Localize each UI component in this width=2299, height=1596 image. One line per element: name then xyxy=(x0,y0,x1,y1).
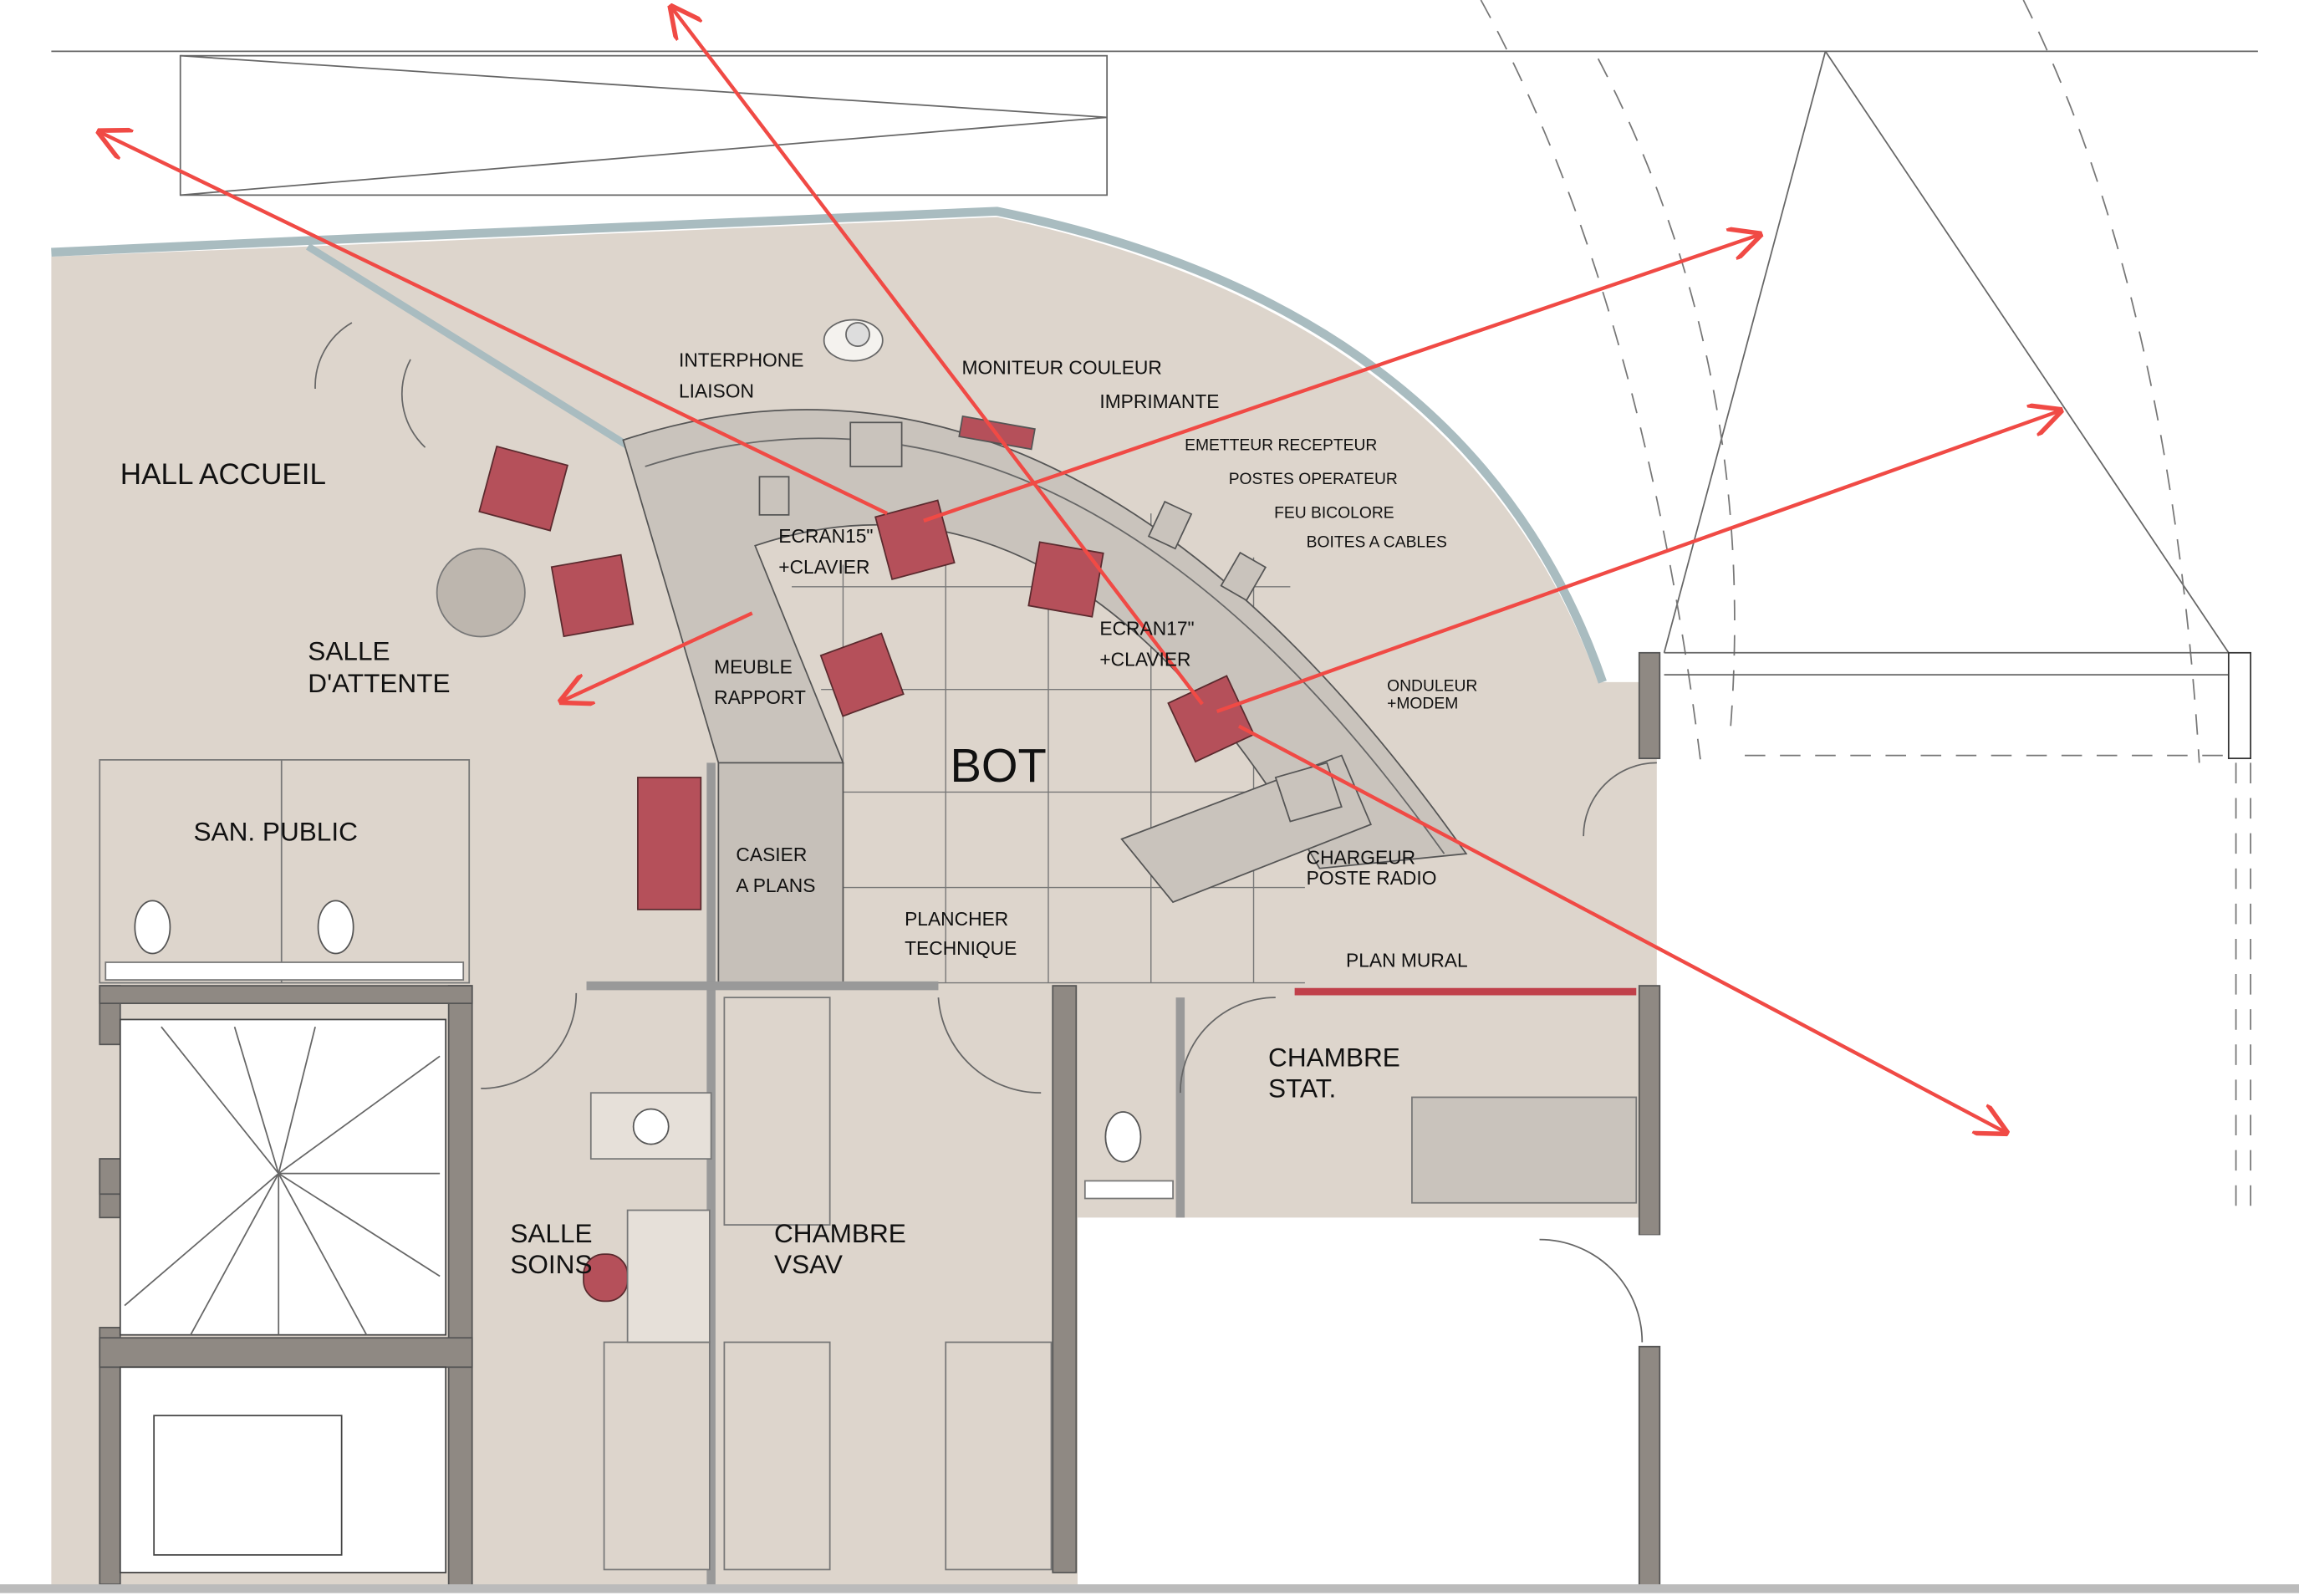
operator-chair xyxy=(819,632,905,717)
room-label: SAN. PUBLIC xyxy=(194,816,358,846)
room-label: SOINS xyxy=(510,1249,592,1279)
equipment-label: ECRAN15" xyxy=(778,525,873,547)
equipment-label: ECRAN17" xyxy=(1099,618,1194,640)
view-arrows xyxy=(99,8,2060,1133)
equipment-label: CHARGEUR xyxy=(1307,846,1415,868)
equipment-labels: INTERPHONE LIAISON MONITEUR COULEUR IMPR… xyxy=(679,349,1477,971)
equipment-label: ONDULEUR xyxy=(1387,677,1477,695)
armchair xyxy=(478,445,568,532)
view-arrow xyxy=(1216,410,2060,714)
bed xyxy=(723,1341,831,1571)
plan-casier xyxy=(717,762,844,984)
room-label: SALLE xyxy=(510,1218,592,1248)
equipment-label: IMPRIMANTE xyxy=(1099,390,1219,412)
round-table xyxy=(436,548,526,638)
doors xyxy=(314,322,1657,1343)
equipment-label: TECHNIQUE xyxy=(905,937,1017,959)
room-label: SALLE xyxy=(308,636,390,666)
armchair xyxy=(550,553,635,638)
equipment-label: EMETTEUR RECEPTEUR xyxy=(1185,437,1377,455)
bed xyxy=(945,1341,1053,1571)
view-arrow xyxy=(1237,724,2006,1133)
equipment-label: BOITES A CABLES xyxy=(1307,533,1447,551)
operator-chair xyxy=(1027,541,1104,618)
chairs xyxy=(478,445,1256,1303)
equipment-label: RAPPORT xyxy=(714,686,806,708)
room-label: VSAV xyxy=(774,1249,843,1279)
equipment-label: +CLAVIER xyxy=(778,556,869,578)
glazing-wall xyxy=(51,207,1607,684)
bed xyxy=(1411,1096,1638,1204)
view-arrow xyxy=(923,235,1760,523)
equipment-label: MONITEUR COULEUR xyxy=(962,356,1162,378)
view-arrow xyxy=(99,132,889,516)
room-labels: HALL ACCUEIL SALLE D'ATTENTE SAN. PUBLIC… xyxy=(120,458,1400,1279)
view-arrow xyxy=(671,8,1204,706)
operator-chair xyxy=(874,499,956,581)
exterior-lines xyxy=(51,0,2258,1218)
equipment-label: CASIER xyxy=(736,844,807,865)
elevator xyxy=(119,1366,447,1573)
sink xyxy=(589,1092,712,1160)
view-arrow xyxy=(562,611,753,701)
bed xyxy=(723,997,831,1226)
operator-chair xyxy=(1167,675,1256,763)
equipment-label: INTERPHONE xyxy=(679,349,803,371)
room-label: D'ATTENTE xyxy=(308,668,450,698)
equipment-label: PLAN MURAL xyxy=(1346,949,1468,971)
bed xyxy=(603,1341,711,1571)
room-label: CHAMBRE xyxy=(1268,1043,1400,1073)
staircase xyxy=(119,1018,447,1336)
white-area xyxy=(1078,1235,1664,1588)
equipment-label: POSTES OPERATEUR xyxy=(1229,471,1398,488)
equipment-label: PLANCHER xyxy=(905,908,1008,930)
stair-steps xyxy=(124,1026,441,1336)
equipment-label: LIAISON xyxy=(679,380,754,401)
person-icon xyxy=(823,319,884,362)
equipment-label: POSTE RADIO xyxy=(1307,867,1437,889)
room-label: HALL ACCUEIL xyxy=(120,458,326,491)
equipment-label: +MODEM xyxy=(1387,695,1458,712)
room-label: BOT xyxy=(950,739,1046,792)
equipment-label: FEU BICOLORE xyxy=(1274,504,1394,522)
equipment-label: MEUBLE xyxy=(714,655,793,677)
equipment-label: A PLANS xyxy=(736,874,815,896)
sofa xyxy=(637,777,702,910)
room-label: STAT. xyxy=(1268,1073,1336,1103)
equipment-label: +CLAVIER xyxy=(1099,649,1190,671)
room-label: CHAMBRE xyxy=(774,1218,906,1248)
